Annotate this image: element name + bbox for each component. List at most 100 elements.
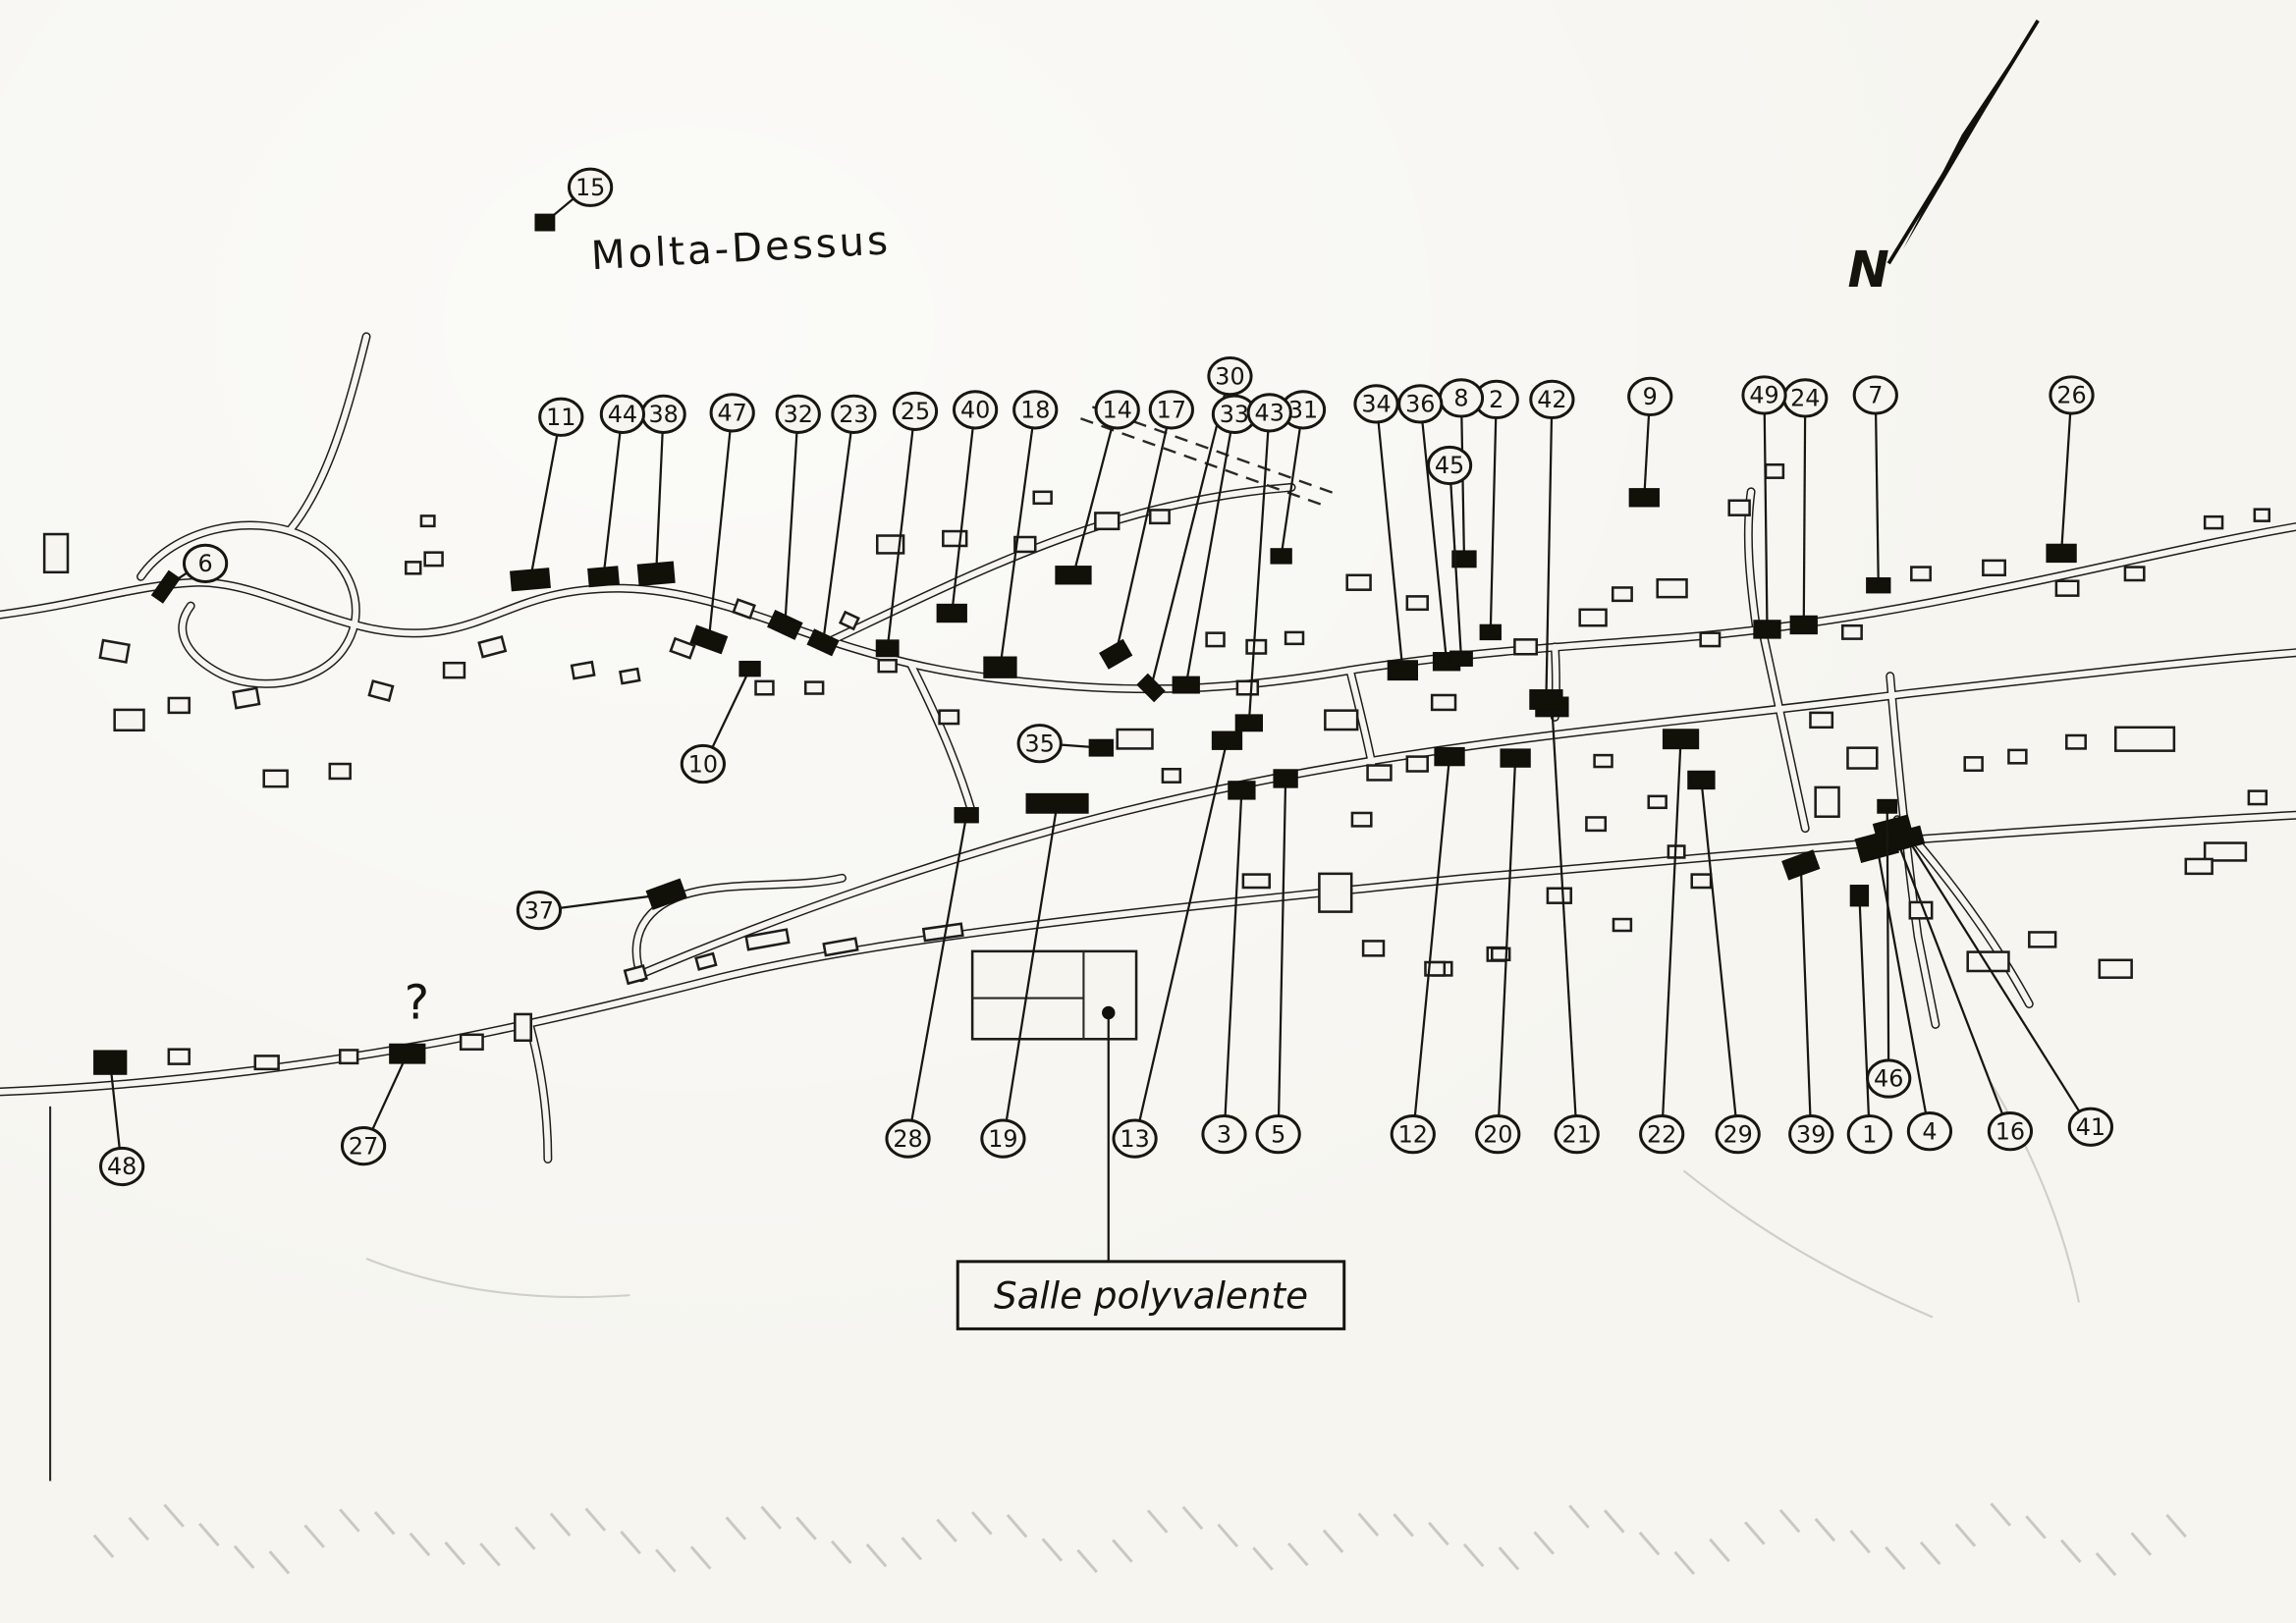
marker-number-4: 4: [1922, 1117, 1937, 1145]
marker-circle-10: [680, 743, 726, 784]
map-marker-3: 3: [1201, 781, 1256, 1155]
building-outline: [938, 709, 960, 726]
map-marker-21: 21: [1535, 696, 1600, 1155]
building-outline: [2065, 733, 2087, 750]
numbered-building-30: [1136, 673, 1166, 703]
building-outline: [42, 532, 70, 574]
north-arrow-icon: N: [1847, 19, 2040, 298]
building-outline: [2028, 931, 2057, 948]
marker-circle-35: [1016, 724, 1063, 764]
numbered-building-14: [1055, 566, 1092, 585]
label-molta-dessus: Molta-Dessus: [590, 218, 892, 279]
marker-leader-line: [1763, 412, 1769, 629]
building-outline: [2203, 514, 2224, 530]
building-outline: [1430, 693, 1457, 712]
map-marker-39: 39: [1781, 849, 1834, 1155]
marker-circle-30: [1207, 355, 1253, 397]
building-outline: [732, 598, 756, 621]
marker-number-6: 6: [198, 550, 213, 577]
building-outline: [2007, 748, 2028, 765]
numbered-building-48: [93, 1050, 128, 1075]
marker-number-38: 38: [648, 401, 678, 428]
numbered-building-23: [806, 628, 840, 657]
north-letter-label: N: [1847, 241, 1888, 298]
marker-number-48: 48: [107, 1153, 137, 1180]
building-outline: [1963, 756, 1984, 773]
building-outline: [1612, 917, 1633, 933]
scan-hatch-marks: [92, 1502, 2187, 1577]
map-marker-13: 13: [1112, 730, 1243, 1159]
building-outline: [459, 1033, 484, 1051]
marker-number-25: 25: [901, 398, 930, 425]
marker-number-31: 31: [1288, 397, 1318, 424]
marker-circle-27: [340, 1125, 387, 1166]
map-marker-14: 14: [1055, 390, 1140, 585]
building-outline: [1032, 490, 1053, 506]
building-outline: [1809, 711, 1834, 730]
marker-circle-5: [1255, 1114, 1301, 1155]
marker-number-42: 42: [1537, 386, 1566, 413]
building-outline: [1205, 631, 1226, 648]
marker-leader-line: [1545, 416, 1554, 700]
marker-number-1: 1: [1862, 1120, 1877, 1148]
marker-leader-line: [1460, 415, 1466, 560]
building-outline: [1727, 499, 1751, 516]
map-marker-36: 36: [1397, 384, 1461, 672]
marker-circle-16: [1987, 1111, 2034, 1152]
building-outline: [1593, 753, 1613, 769]
marker-circle-42: [1529, 379, 1575, 420]
building-outline: [1656, 577, 1688, 599]
building-outline: [2123, 566, 2146, 582]
salle-polyvalente-callout: Salle polyvalente: [956, 949, 1346, 1330]
map-marker-42: 42: [1529, 379, 1575, 710]
building-outline: [803, 680, 825, 695]
salle-polyvalente-building: [970, 949, 1138, 1041]
marker-circle-13: [1112, 1118, 1158, 1159]
marker-circle-22: [1639, 1114, 1685, 1155]
marker-circle-25: [892, 391, 939, 431]
marker-leader-line: [1489, 416, 1498, 632]
marker-number-46: 46: [1874, 1065, 1903, 1093]
map-marker-37: 37: [516, 878, 687, 931]
marker-circle-1: [1846, 1114, 1892, 1155]
marker-number-15: 15: [575, 174, 605, 201]
marker-number-24: 24: [1790, 385, 1820, 412]
numbered-building-25: [875, 639, 900, 658]
map-marker-35: 35: [1016, 724, 1114, 764]
marker-circle-41: [2067, 1107, 2114, 1147]
building-outline: [838, 610, 860, 631]
marker-number-20: 20: [1483, 1120, 1512, 1148]
marker-number-41: 41: [2076, 1113, 2105, 1141]
building-outline: [2184, 857, 2214, 876]
building-outline: [1235, 679, 1260, 696]
building-outline: [1611, 586, 1633, 603]
marker-number-11: 11: [546, 404, 575, 431]
marker-number-17: 17: [1157, 397, 1186, 424]
misc-lines-layer: [49, 406, 2081, 1482]
numbered-building-6: [150, 569, 181, 604]
numbered-building-26: [2046, 543, 2077, 564]
numbered-building-13: [1211, 730, 1243, 750]
map-marker-19: 19: [980, 792, 1089, 1159]
numbered-building-9: [1628, 488, 1660, 508]
marker-number-26: 26: [2056, 382, 2086, 409]
map-marker-16: 16: [1872, 814, 2034, 1152]
building-outline: [1982, 559, 2006, 577]
numbered-building-44: [587, 566, 620, 588]
marker-leader-line: [784, 431, 798, 625]
marker-circle-3: [1201, 1114, 1247, 1155]
building-outline: [338, 1049, 359, 1065]
marker-circle-18: [1012, 390, 1059, 430]
marker-leader-line: [1891, 829, 2004, 1115]
building-outline: [1318, 872, 1353, 913]
map-marker-48: 48: [93, 1050, 145, 1187]
building-outline: [2247, 789, 2269, 806]
marker-circle-43: [1246, 393, 1292, 433]
building-outline: [1578, 608, 1608, 627]
marker-number-28: 28: [893, 1125, 922, 1153]
numbered-building-46: [1877, 798, 1898, 814]
map-marker-2: 2: [1473, 379, 1519, 641]
map-marker-9: 9: [1627, 376, 1673, 508]
